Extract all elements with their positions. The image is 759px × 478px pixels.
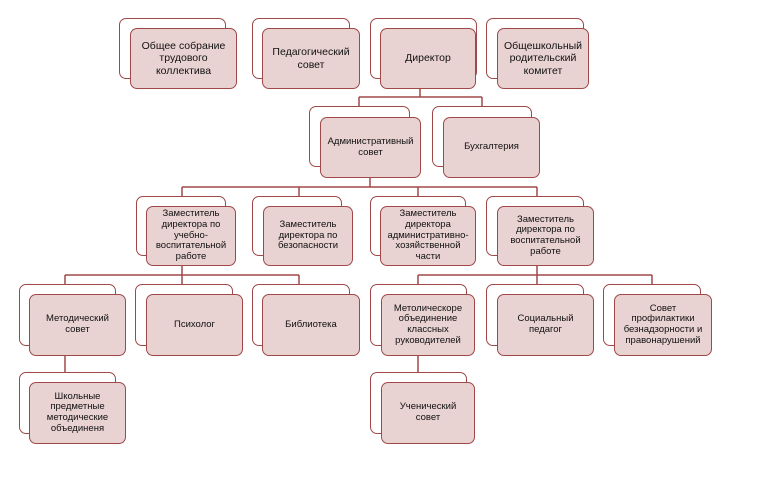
administrative-council-label: Административный совет: [327, 135, 414, 158]
library-label: Библиотека: [285, 318, 337, 330]
connector-admin-council-to-deputies: [181, 178, 538, 196]
deputy-upbringing-box[interactable]: Заместитель директора по воспитательной …: [497, 206, 594, 266]
student-council-label: Ученический совет: [399, 401, 457, 423]
methodical-council-label: Методический совет: [46, 313, 109, 335]
school-subject-associations-label: Школьные предметные методические объедин…: [46, 390, 109, 434]
accounting-label: Бухгалтерия: [464, 141, 519, 153]
director-box[interactable]: Директор: [380, 28, 476, 89]
deputy-administrative-box[interactable]: Заместитель директора административно- х…: [380, 206, 476, 266]
school-subject-associations-box[interactable]: Школьные предметные методические объедин…: [29, 382, 126, 444]
deputy-administrative-label: Заместитель директора административно- х…: [387, 208, 469, 262]
connector-deputy-upbringing-to-children: [417, 266, 653, 284]
general-meeting-label: Общее собрание трудового коллектива: [141, 40, 226, 77]
connector-deputy-educational-to-children: [64, 266, 300, 284]
parent-committee-box[interactable]: Общешкольный родительский комитет: [497, 28, 589, 89]
social-pedagogue-label: Социальный педагог: [517, 313, 574, 335]
library-box[interactable]: Библиотека: [262, 294, 360, 356]
class-teachers-association-box[interactable]: Метолическоре объединение классных руков…: [381, 294, 475, 356]
deputy-safety-label: Заместитель директора по безопасности: [277, 219, 339, 252]
deputy-educational-label: Заместитель директора по учебно- воспита…: [155, 208, 227, 262]
deputy-upbringing-label: Заместитель директора по воспитательной …: [510, 213, 581, 257]
methodical-council-box[interactable]: Методический совет: [29, 294, 126, 356]
pedagogical-council-label: Педагогический совет: [272, 46, 350, 71]
class-teachers-association-label: Метолическоре объединение классных руков…: [393, 302, 463, 346]
general-meeting-box[interactable]: Общее собрание трудового коллектива: [130, 28, 237, 89]
administrative-council-box[interactable]: Административный совет: [320, 117, 421, 178]
pedagogical-council-box[interactable]: Педагогический совет: [262, 28, 360, 89]
psychologist-box[interactable]: Психолог: [146, 294, 243, 356]
parent-committee-label: Общешкольный родительский комитет: [503, 40, 583, 77]
student-council-box[interactable]: Ученический совет: [381, 382, 475, 444]
prevention-council-box[interactable]: Совет профилактики безнадзорности и прав…: [614, 294, 712, 356]
deputy-educational-box[interactable]: Заместитель директора по учебно- воспита…: [146, 206, 236, 266]
accounting-box[interactable]: Бухгалтерия: [443, 117, 540, 178]
connector-director-to-level2: [358, 88, 483, 106]
prevention-council-label: Совет профилактики безнадзорности и прав…: [623, 302, 703, 346]
director-label: Директор: [405, 52, 451, 65]
psychologist-label: Психолог: [173, 318, 215, 330]
social-pedagogue-box[interactable]: Социальный педагог: [497, 294, 594, 356]
deputy-safety-box[interactable]: Заместитель директора по безопасности: [263, 206, 353, 266]
